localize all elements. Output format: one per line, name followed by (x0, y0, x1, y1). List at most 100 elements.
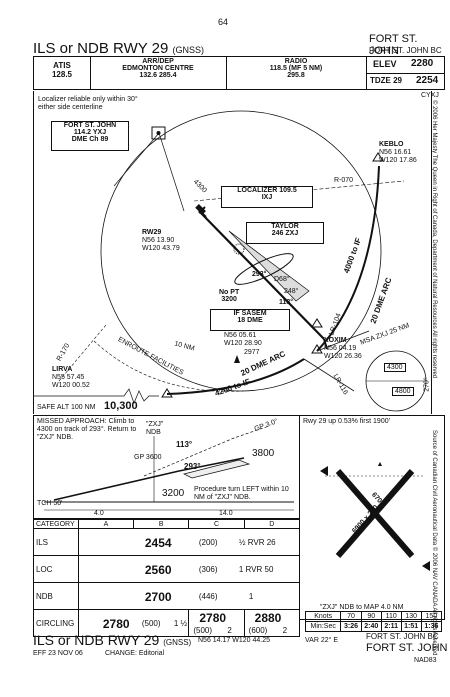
tdze-value: 2254 (416, 75, 439, 86)
arrdep-cell: ARR/DEP EDMONTON CENTRE 132.6 285.4 (90, 57, 227, 89)
localizer-note: Localizer reliable only within 30° eithe… (38, 96, 138, 111)
procedure-turn-note: Procedure turn LEFT within 10 NM of "ZXJ… (194, 486, 289, 501)
localizer-freq: LOCALIZER 109.5 (237, 187, 297, 194)
tdze-cell: TDZE 29 2254 (367, 73, 444, 89)
effective-date: EFF 23 NOV 06 (33, 650, 83, 657)
airport-sub: FORT ST. JOHN BC (369, 46, 442, 55)
rw29-w: W120 43.79 (142, 245, 180, 252)
ndb-values: 2700 (446) 1 (77, 582, 301, 610)
radio-freq2: 295.8 (287, 72, 305, 79)
footer-airport-sub: FORT ST. JOHN BC (366, 632, 439, 641)
icao-code: CYXJ (421, 92, 439, 99)
circling-d: 2880 (600) 2 (243, 609, 301, 637)
elev-label: ELEV (373, 59, 397, 69)
ndb-mda: 2700 (144, 590, 172, 604)
ndb-symbol (233, 243, 245, 255)
radio-label: RADIO (284, 58, 308, 65)
keblo-name: KEBLO (379, 141, 404, 148)
minsec-label: Min:Sec (304, 621, 342, 632)
minima-row-ndb: NDB 2700 (446) 1 (33, 582, 301, 610)
knots-130: 130 (400, 611, 422, 622)
arrdep-name: EDMONTON CENTRE (122, 65, 194, 72)
missed-path (143, 425, 270, 477)
airport-coords: N56 14.17 W120 44.25 (198, 637, 270, 644)
ils-vis: ½ RVR 26 (238, 538, 276, 547)
if-n: N56 05.61 (224, 332, 257, 339)
airport-graphics: ▲ (320, 461, 430, 571)
keblo-w: W120 17.86 (379, 157, 417, 164)
d68-label: D68° (274, 276, 290, 283)
fsj-dme: DME Ch 89 (71, 136, 109, 143)
d248-label: 248° (284, 288, 299, 295)
minima-row-circling: CIRCLING 2780 (500) 1 ½ 2780 (500) 2 288… (33, 609, 301, 637)
arrdep-label: ARR/DEP (142, 58, 174, 65)
zxj-ndb-label: "ZXJ" NDB (146, 421, 164, 436)
xoxim-w: W120 26.36 (324, 353, 362, 360)
keblo-fix (372, 152, 384, 162)
atis-freq: 128.5 (51, 70, 73, 79)
chart-title-suffix: (GNSS) (172, 45, 205, 55)
tdze-label: TDZE 29 (370, 76, 403, 85)
obstacle-label: 2977 (244, 349, 260, 356)
map-note: "ZXJ" NDB to MAP 4.0 NM (320, 604, 404, 611)
comms-box: ATIS 128.5 ARR/DEP EDMONTON CENTRE 132.6… (33, 56, 445, 90)
xoxim-label: XOXIM N56 04.19 W120 26.36 (324, 337, 362, 361)
profile-293: 293° (184, 462, 201, 471)
dist-4: 4.0 (94, 510, 104, 517)
cat-ils: ILS (33, 528, 79, 556)
lirva-fix (161, 388, 173, 398)
vor-radial-2 (158, 132, 185, 212)
final-approach-course (198, 210, 325, 340)
change-note: CHANGE: Editorial (105, 650, 165, 657)
lirva-w: W120 00.52 (52, 382, 90, 389)
hdr-c: C (188, 519, 245, 529)
glidepath-upper (178, 457, 245, 472)
keblo-n: N56 16.61 (379, 149, 412, 156)
ndb-hat: (446) (198, 592, 218, 601)
minsec-row: Min:Sec 3:26 2:40 2:11 1:51 1:36 (304, 621, 443, 632)
mag-var: VAR 22° E (305, 637, 339, 644)
airport-name: FORT ST. JOHN (369, 33, 418, 57)
elev-cell: ELEV 2280 (367, 57, 444, 74)
enroute-arc (93, 340, 245, 392)
footer-title: ILS or NDB RWY 29 (GNSS) (33, 632, 191, 648)
if-sasem-box: IF SASEM 18 DME (210, 309, 290, 331)
dist-14: 14.0 (219, 510, 233, 517)
hdr-b: B (133, 519, 190, 529)
plan-view: Localizer reliable only within 30° eithe… (33, 91, 432, 414)
loc-hat: (306) (198, 565, 218, 574)
safe-alt-label: SAFE ALT 100 NM (37, 404, 96, 411)
msa-4300: 4300 (384, 363, 406, 372)
fsj-vor-box: FORT ST. JOHN 114.2 YXJ DME Ch 89 (51, 121, 129, 151)
knots-90: 90 (360, 611, 382, 622)
knots-70: 70 (340, 611, 362, 622)
xoxim-n: N56 04.19 (324, 345, 357, 352)
chart-title: ILS or NDB RWY 29 (GNSS) (33, 40, 204, 57)
xoxim-name: XOXIM (324, 337, 347, 344)
missed-approach-text: MISSED APPROACH: Climb to 4300 on track … (37, 418, 137, 441)
knots-150: 150 (420, 611, 443, 622)
atis-cell: ATIS 128.5 (34, 57, 91, 89)
circling-ab: 2780 (500) 1 ½ (77, 609, 190, 637)
footer-title-suffix: (GNSS) (163, 638, 192, 647)
localizer-feather (228, 230, 310, 302)
circ-a-hat: (500) (141, 619, 161, 628)
airplane-icon (195, 206, 207, 218)
arrow-right (422, 561, 430, 571)
chart-title-text: ILS or NDB RWY 29 (33, 40, 169, 57)
minima-table: CATEGORY A B C D ILS 2454 (200) ½ RVR 26… (33, 519, 301, 637)
ils-mda: 2454 (144, 536, 172, 550)
fsj-freq: 114.2 YXJ (73, 129, 107, 136)
ils-hat: (200) (198, 538, 218, 547)
knots-label: Knots (304, 611, 342, 622)
cat-circling: CIRCLING (33, 609, 79, 637)
safe-alt-value: 10,300 (104, 400, 138, 412)
datum-label: NAD83 (414, 657, 437, 664)
rw29-label: RW29 N56 13.90 W120 43.79 (142, 229, 180, 253)
nopt-label: No PT 3200 (219, 289, 239, 303)
safe-alt-line (34, 388, 159, 404)
nopt-text: No PT (219, 289, 240, 296)
vor-radial-1 (113, 132, 160, 187)
circ-a-vis: 1 ½ (173, 619, 188, 628)
runway-symbol (195, 204, 206, 215)
